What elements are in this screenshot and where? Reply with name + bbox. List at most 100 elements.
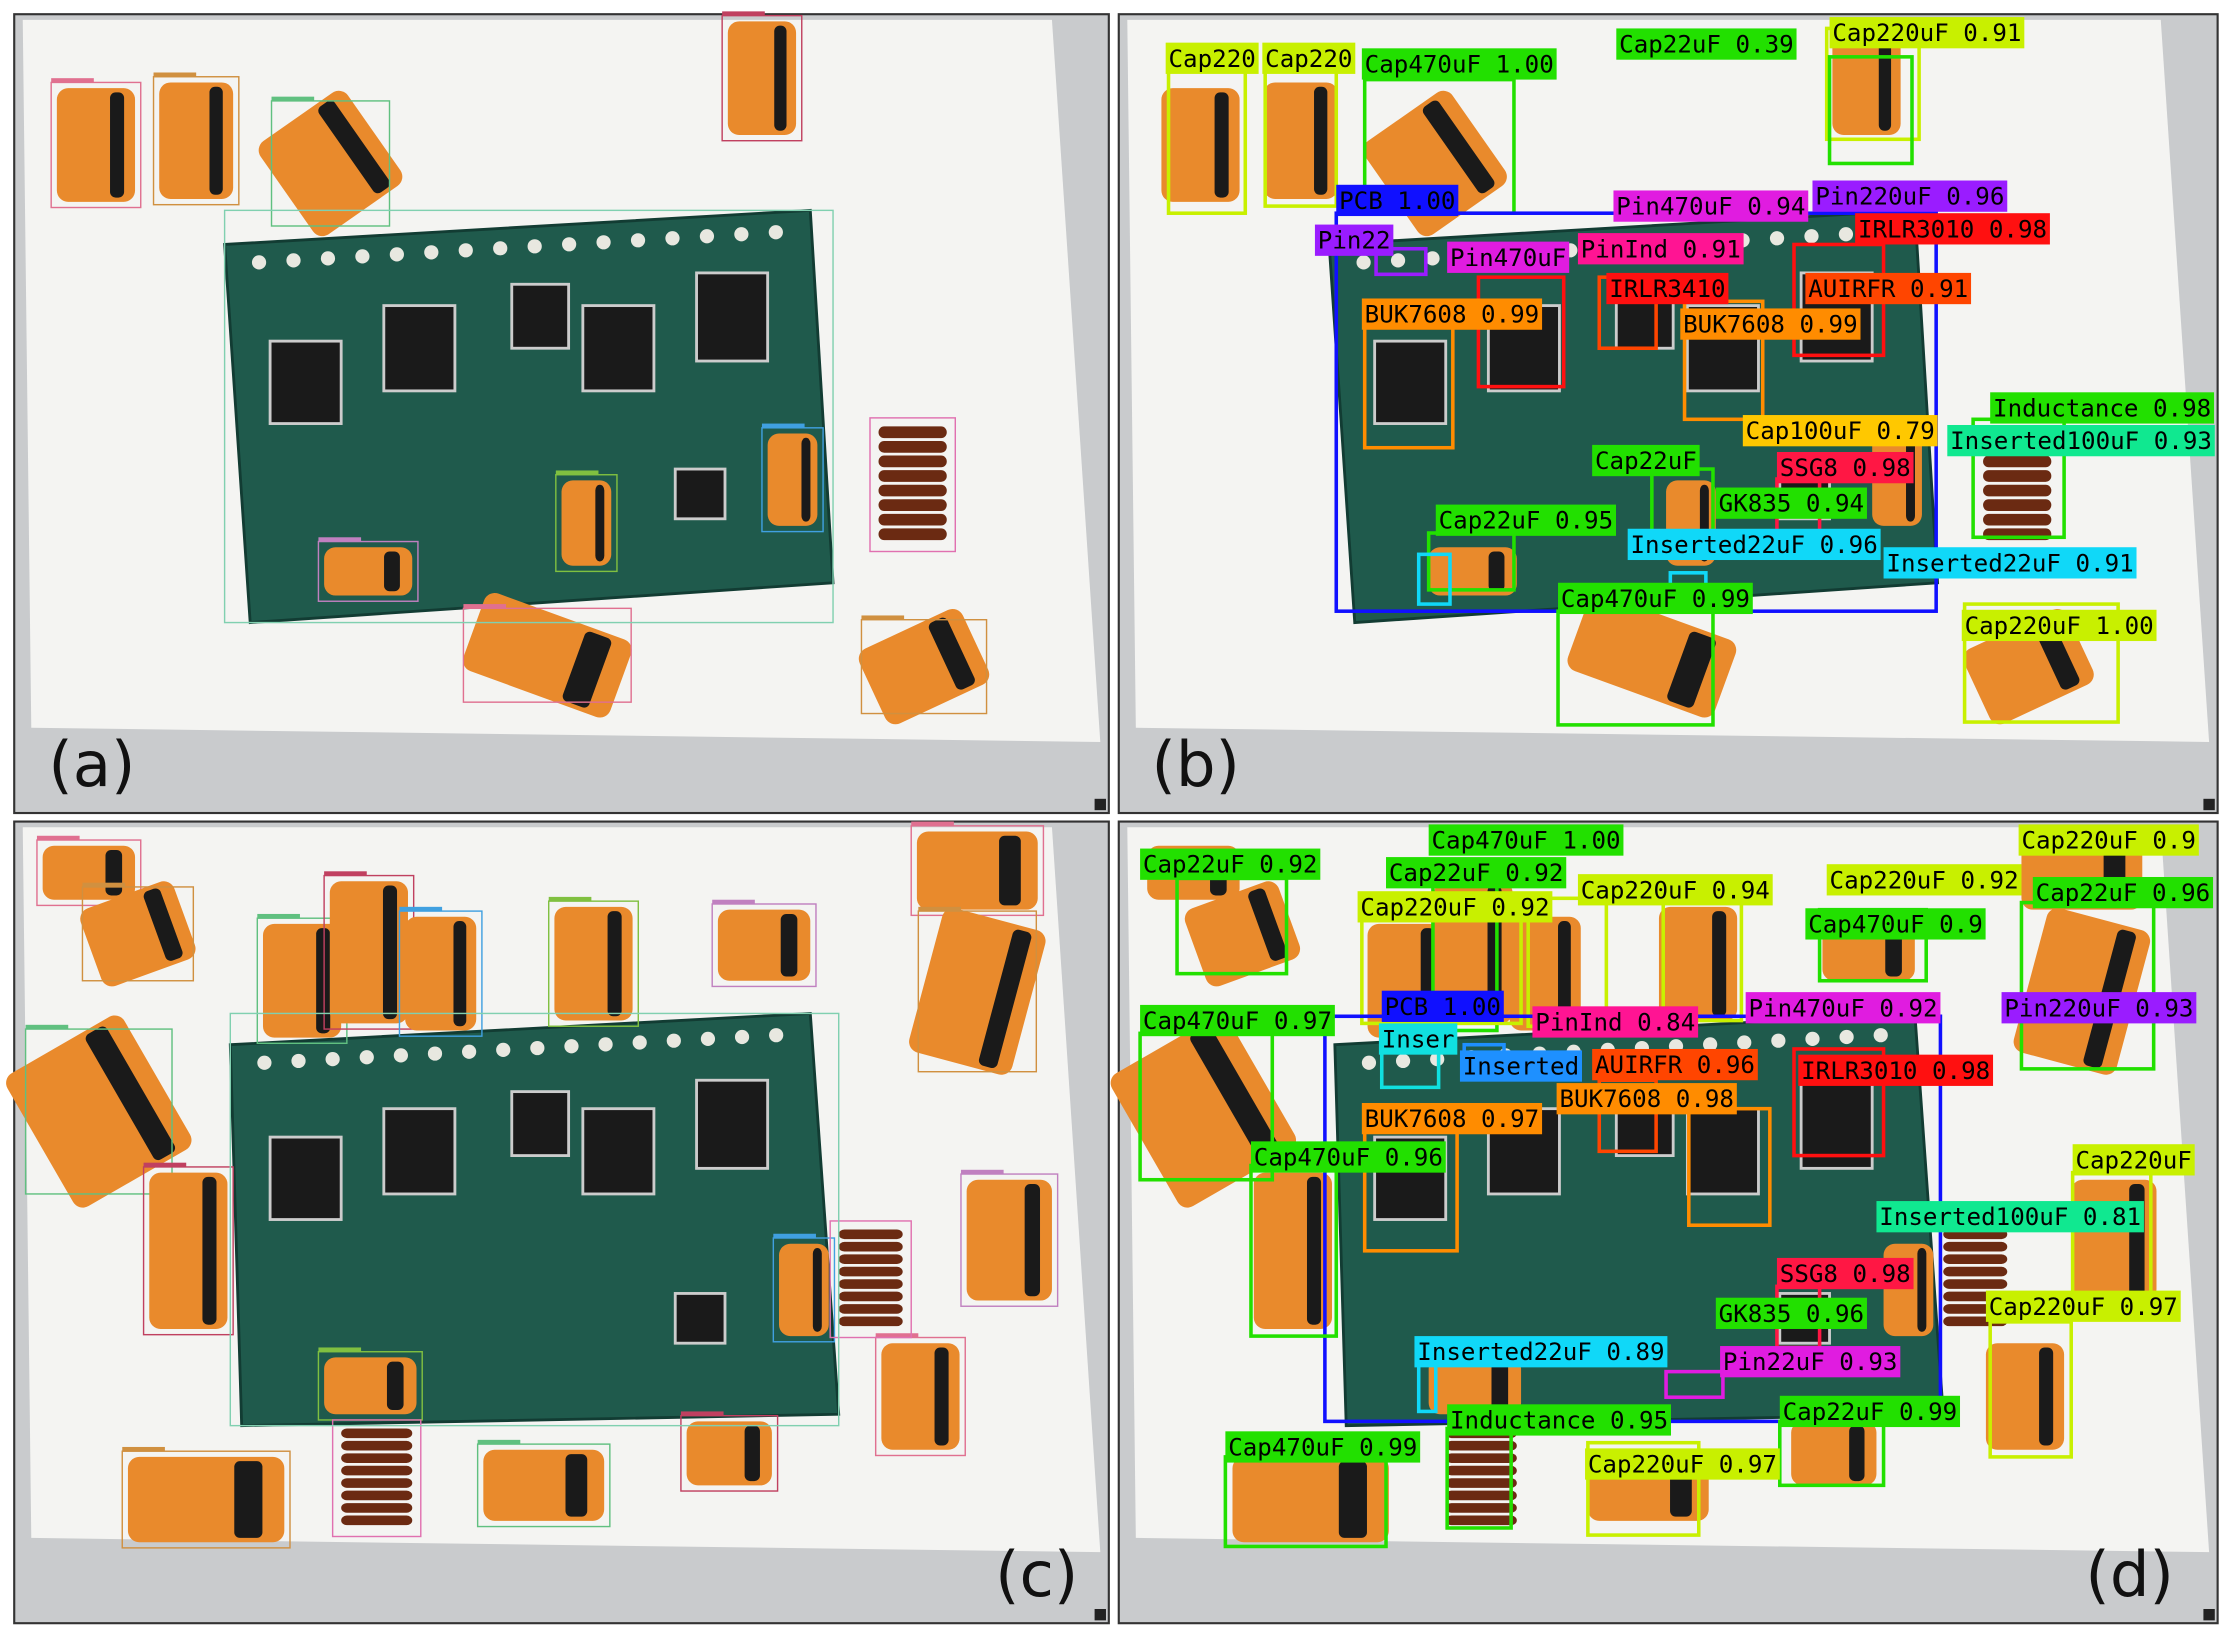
inductor-coil: [878, 499, 947, 511]
capacitor: [159, 82, 234, 199]
capacitor: [554, 906, 633, 1021]
pcb-pad: [393, 1048, 408, 1063]
detection-label: Cap220uF 0.91: [1829, 17, 2025, 49]
detection-label-text: IRLR3010 0.98: [1858, 215, 2047, 243]
pcb-pad: [1425, 251, 1440, 266]
pcb-pad: [598, 1037, 613, 1052]
pcb-pad: [427, 1046, 443, 1061]
detection-label: Inserted22uF 0.89: [1414, 1336, 1668, 1368]
detection-label: Pin470uF: [1447, 241, 1570, 273]
detection-label-text: AUIRFR 0.96: [1595, 1051, 1755, 1079]
detection-label-text: Inser: [1382, 1026, 1455, 1054]
capacitor: [966, 1179, 1052, 1301]
thin-tag: [477, 1439, 521, 1445]
thin-tag: [51, 78, 94, 83]
inductor-coil: [838, 1304, 903, 1314]
detection-label-text: Cap220uF 0.94: [1581, 876, 1770, 904]
detection-label-bg: [1776, 1257, 1914, 1290]
panel-label-d: (d): [2085, 1538, 2173, 1611]
detection-label-bg: [2032, 876, 2214, 909]
detection-label-bg: [1381, 990, 1504, 1022]
thin-box: [317, 540, 419, 602]
detection-label: PinInd 0.84: [1532, 1006, 1699, 1038]
inductor-coil: [878, 528, 947, 541]
pcb-pad: [665, 231, 680, 246]
detection-label-bg: [1720, 1346, 1901, 1378]
detection-box: [1664, 1369, 1725, 1399]
inductor-coil: [878, 470, 947, 482]
detection-label-bg: [1577, 874, 1773, 906]
detection-label-text: Pin470uF: [1450, 244, 1566, 272]
capacitor: [1791, 1421, 1877, 1486]
detection-label-text: AUIRFR 0.91: [1808, 275, 1968, 303]
capacitor: [262, 923, 342, 1038]
capacitor: [329, 881, 408, 1024]
ic-chip: [673, 1292, 727, 1345]
capacitor: [127, 1456, 285, 1543]
detection-label: Cap220uF 0.92: [1357, 891, 1553, 923]
thin-tag: [324, 871, 367, 876]
inductor-coil: [1983, 455, 2052, 468]
thin-tag: [143, 1162, 187, 1167]
capacitor: [258, 90, 403, 237]
detection-label-text: Inserted100uF 0.81: [1879, 1203, 2141, 1231]
detection-label-text: Cap470uF 0.96: [1254, 1144, 1443, 1172]
detection-label-text: Cap220: [1169, 45, 1256, 73]
thin-box: [476, 1443, 611, 1528]
pcb-pad: [527, 239, 542, 254]
pcb-pad: [286, 253, 301, 268]
detection-label-bg: [1378, 1023, 1458, 1055]
ic-chip: [581, 304, 656, 393]
inductor-coil: [878, 484, 947, 497]
detection-label-text: Cap220uF 0.97: [1989, 1293, 2178, 1321]
inductor-coil: [1983, 470, 2052, 482]
inductor-coil: [1445, 1490, 1517, 1501]
pcb-pad: [1361, 1055, 1377, 1070]
detection-label-bg: [1532, 1006, 1699, 1038]
pcb-pad: [734, 1029, 750, 1045]
detection-label-bg: [2072, 1144, 2195, 1176]
capacitor: [6, 1015, 192, 1208]
ic-chip: [510, 1090, 571, 1157]
thin-tag: [773, 1233, 816, 1239]
detection-label: Cap220uF 0.92: [1826, 864, 2022, 896]
detection-label-text: Cap22uF 0.92: [1389, 859, 1564, 887]
thin-box: [874, 1336, 966, 1457]
capacitor: [2071, 1179, 2157, 1301]
detection-label-text: Inserted: [1463, 1053, 1579, 1081]
panel-label-c: (c): [995, 1538, 1078, 1611]
ic-chip: [382, 1107, 457, 1196]
detection-label-text: Pin22: [1318, 227, 1391, 255]
inductor-coil: [341, 1515, 413, 1526]
detection-label-bg: [1812, 180, 2008, 212]
detection-label-bg: [1606, 272, 1729, 305]
capacitor: [405, 916, 477, 1031]
detection-label: Cap220: [1262, 42, 1356, 74]
thin-box: [229, 1012, 840, 1427]
detection-label-bg: [1613, 190, 1809, 222]
capacitor: [1232, 1456, 1389, 1543]
detection-label: BUK7608 0.97: [1361, 1102, 1543, 1135]
detection-label-text: Pin22uF 0.93: [1723, 1348, 1898, 1376]
thin-box: [711, 903, 817, 988]
detection-label: Cap22uF 0.92: [1386, 857, 1567, 889]
pcb-pad: [768, 225, 783, 240]
detection-label-bg: [1556, 1083, 1737, 1115]
detection-label: Inserted100uF 0.81: [1876, 1201, 2144, 1233]
detection-label-text: BUK7608 0.99: [1683, 311, 1858, 339]
pcb-pad: [424, 245, 439, 260]
detection-label: Pin22uF 0.93: [1720, 1346, 1901, 1378]
detection-label-bg: [1826, 864, 2022, 896]
detection-label-text: Cap22uF 0.95: [1439, 507, 1614, 535]
detection-label-bg: [1585, 1448, 1780, 1480]
pcb-pad: [1839, 1029, 1854, 1045]
detection-label-bg: [1336, 184, 1459, 217]
detection-label: Pin470uF 0.94: [1613, 190, 1809, 222]
detection-label-bg: [1829, 17, 2025, 49]
pcb-pad: [1356, 255, 1371, 270]
detection-label-text: GK835 0.96: [1719, 1300, 1864, 1328]
pcb-pad: [1703, 1037, 1718, 1052]
detection-label-bg: [1876, 1201, 2144, 1233]
thin-tag: [463, 604, 507, 609]
